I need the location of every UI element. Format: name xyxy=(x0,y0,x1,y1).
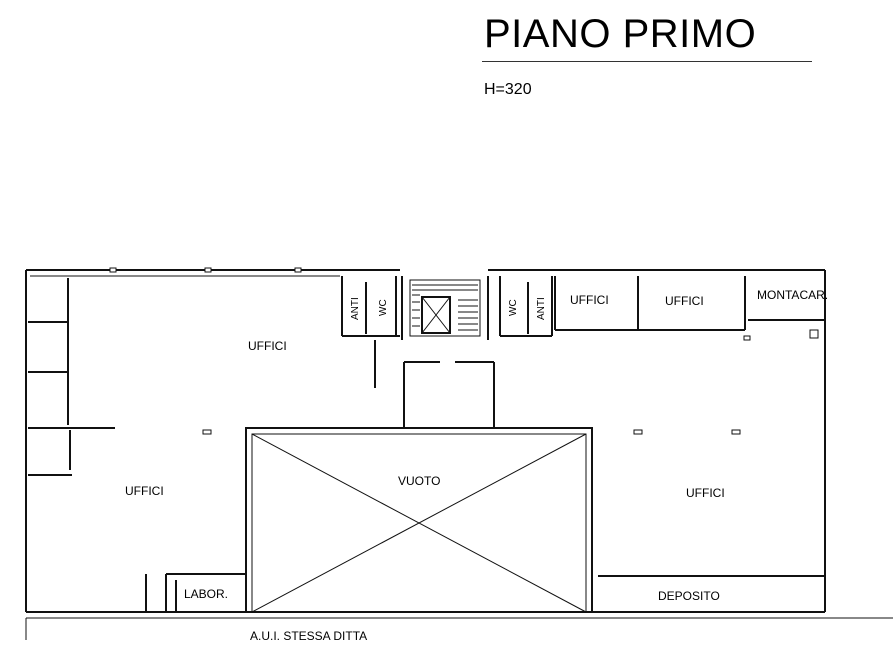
room-label-labor: LABOR. xyxy=(184,587,228,601)
room-label-uffici-top-2: UFFICI xyxy=(665,294,704,308)
room-label-wc-left: WC xyxy=(378,299,389,316)
room-label-anti-left: ANTI xyxy=(350,297,361,320)
title-underline xyxy=(482,61,812,62)
room-label-uffici-top-left: UFFICI xyxy=(248,339,287,353)
room-label-deposito: DEPOSITO xyxy=(658,589,720,603)
room-label-uffici-right: UFFICI xyxy=(686,486,725,500)
room-label-vuoto: VUOTO xyxy=(398,474,440,488)
room-label-montacar: MONTACAR. xyxy=(757,288,828,302)
room-label-wc-right: WC xyxy=(508,299,519,316)
footer-label: A.U.I. STESSA DITTA xyxy=(250,629,367,643)
room-label-anti-right: ANTI xyxy=(536,297,547,320)
room-label-uffici-top-1: UFFICI xyxy=(570,293,609,307)
room-label-uffici-left: UFFICI xyxy=(125,484,164,498)
height-label: H=320 xyxy=(484,81,532,98)
plan-title: PIANO PRIMO xyxy=(484,12,757,56)
